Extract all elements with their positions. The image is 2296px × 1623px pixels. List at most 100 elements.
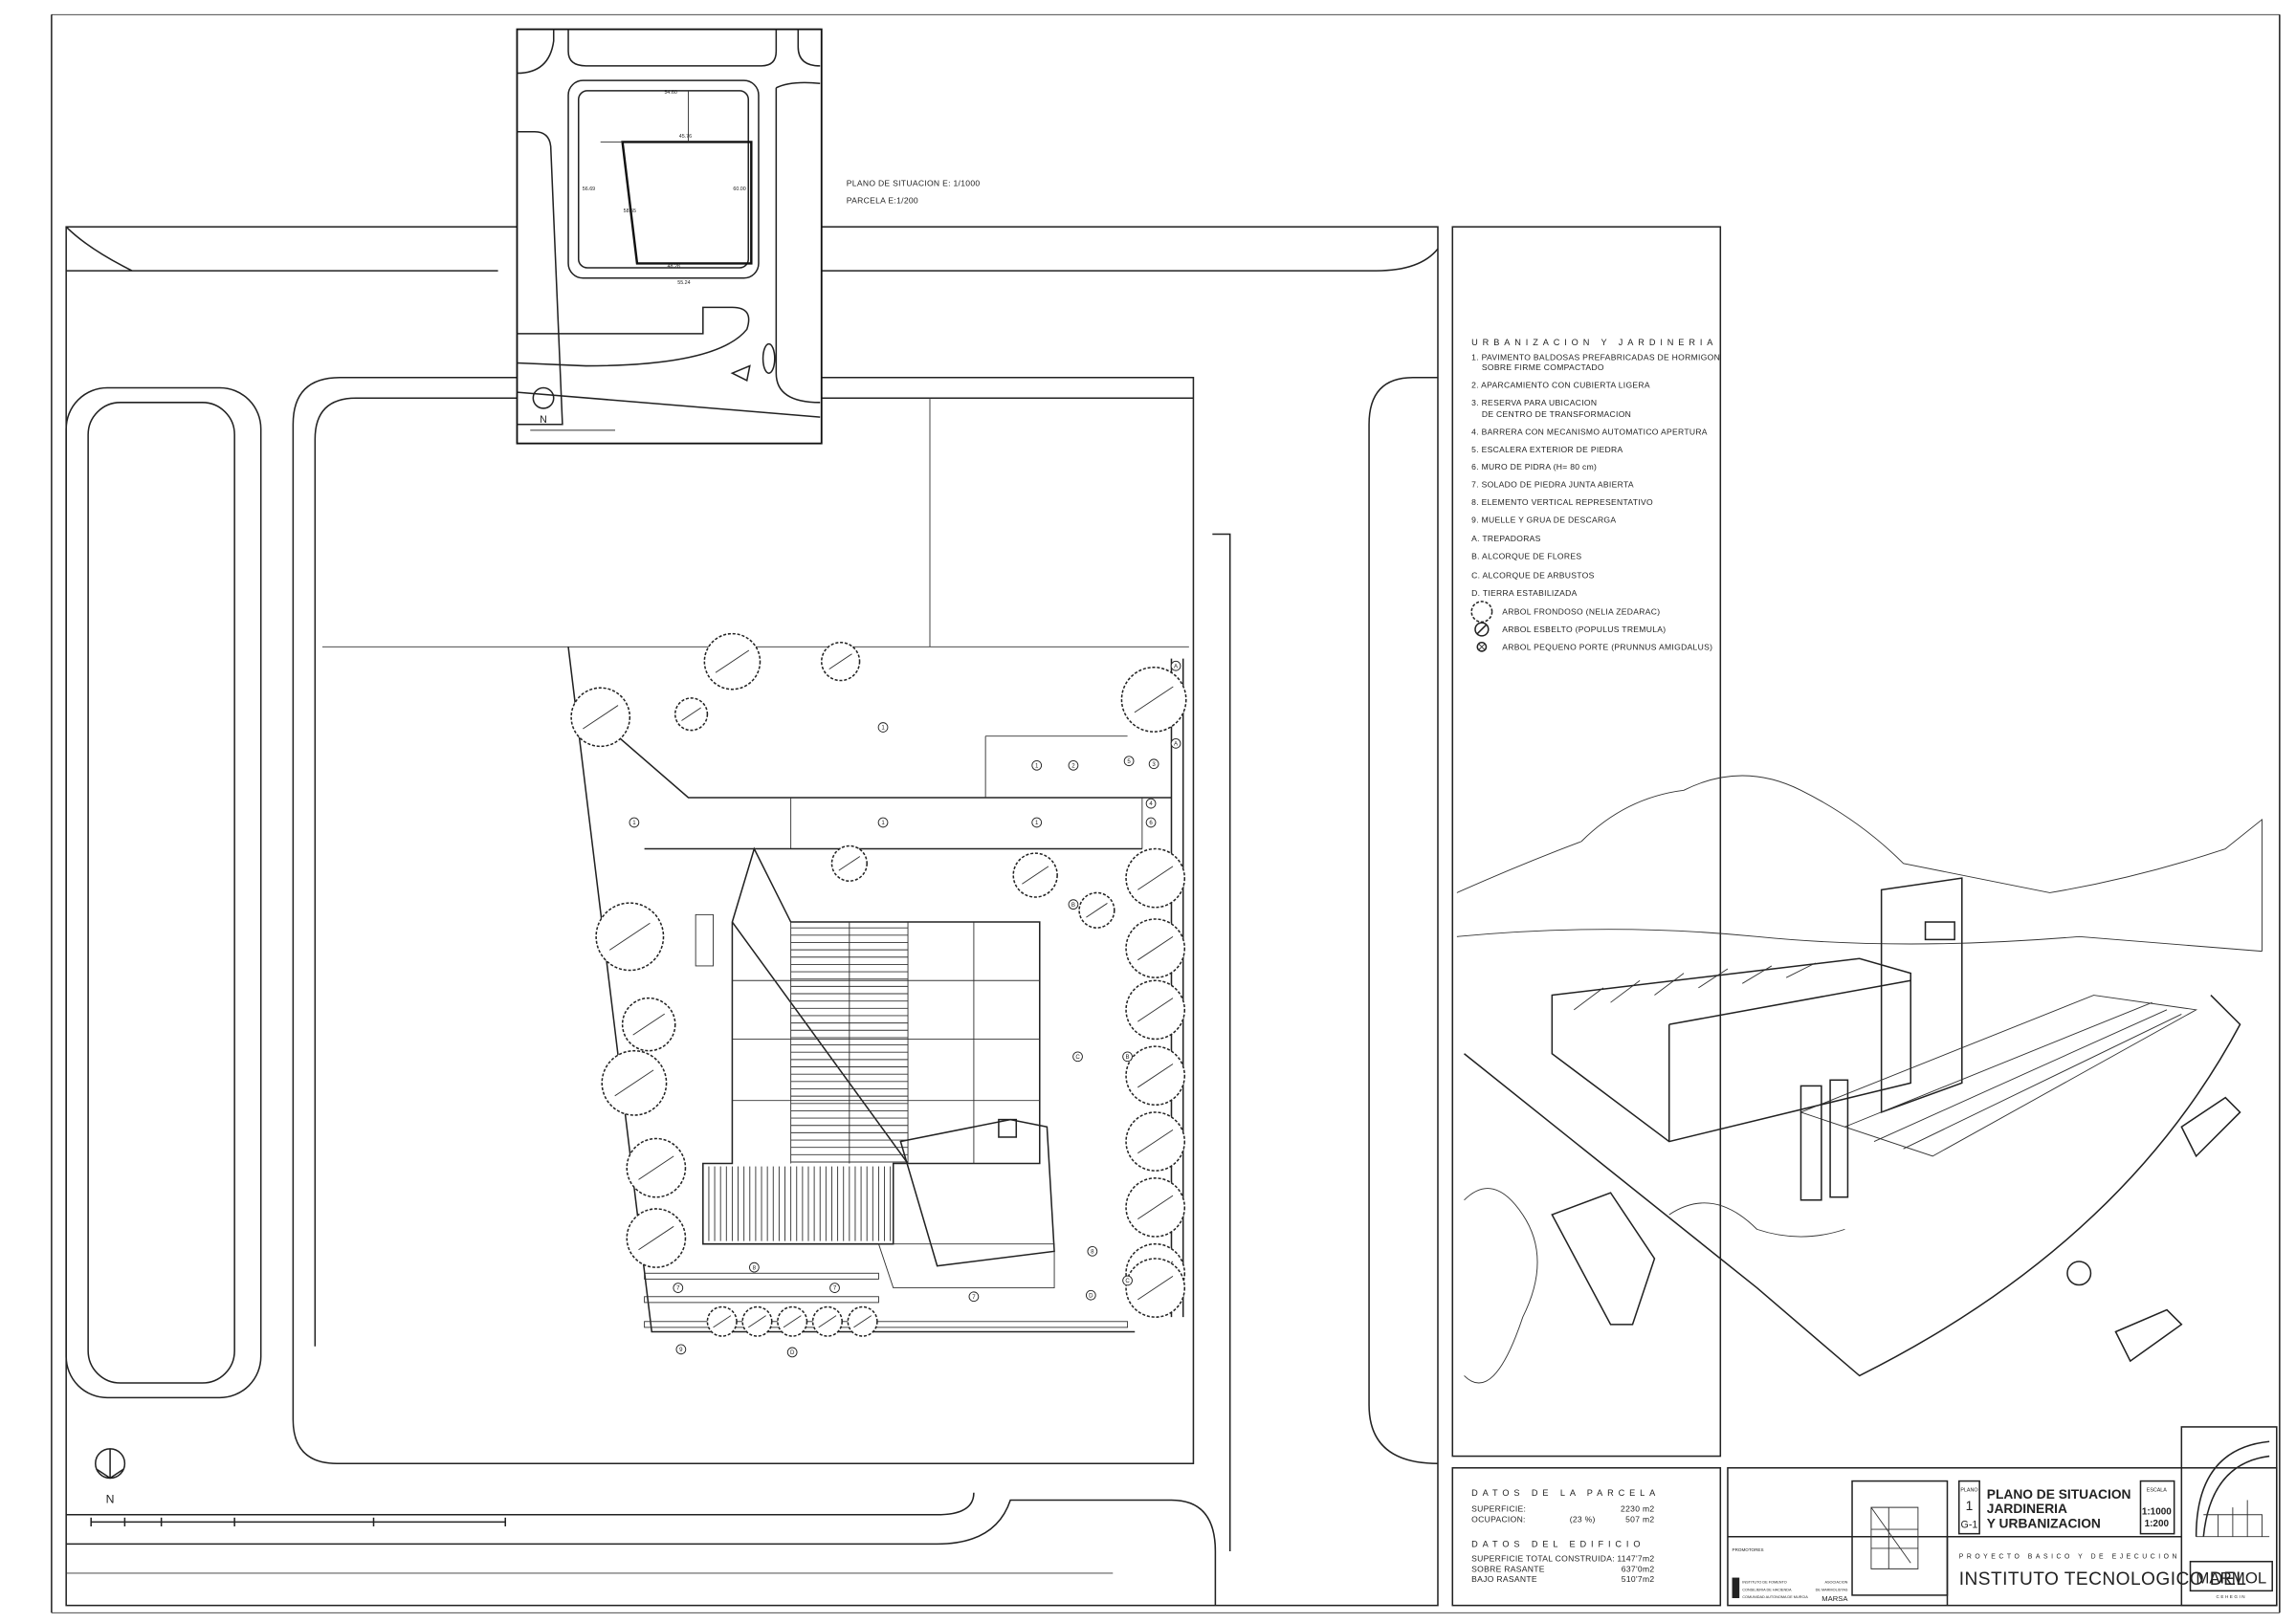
legend-item-cont: DE CENTRO DE TRANSFORMACION <box>1482 409 1631 419</box>
parcel-row-label: OCUPACION: <box>1471 1514 1526 1524</box>
tree-icon <box>1125 1111 1186 1172</box>
plan-title-line: Y URBANIZACION <box>1987 1517 2101 1531</box>
plan-marker-label: D <box>790 1349 795 1356</box>
plan-marker-circle <box>968 1291 980 1303</box>
legend-item: A. TREPADORAS <box>1471 534 1541 543</box>
tree-icon <box>673 697 709 732</box>
logo-text: MARMOL <box>2196 1569 2266 1588</box>
parcel-row-label: SUPERFICIE: <box>1471 1504 1526 1514</box>
scale-value: 1:200 <box>2145 1519 2170 1529</box>
plan-marker-label: A <box>1174 740 1179 747</box>
escala-label: ESCALA <box>2147 1487 2168 1493</box>
tree-icon <box>1078 891 1115 929</box>
plan-marker-circle <box>1072 1051 1083 1063</box>
legend-item: 2. APARCAMIENTO CON CUBIERTA LIGERA <box>1471 381 1650 390</box>
plano-code: G-1 <box>1961 1520 1978 1531</box>
promoter-text: DE MARMOLISTAS <box>1816 1588 1848 1591</box>
promotores-label: PROMOTORES <box>1733 1547 1764 1552</box>
data-box <box>1451 1467 1722 1607</box>
situation-scale-text: PLANO DE SITUACION E: 1/1000 <box>847 178 981 187</box>
legend-title: URBANIZACION Y JARDINERIA <box>1471 338 1717 347</box>
parcel-scale-text: PARCELA E:1/200 <box>847 196 918 206</box>
promoter-text: MARSA <box>1821 1594 1848 1603</box>
plan-marker-circle <box>1068 899 1079 910</box>
tree-icon <box>741 1305 773 1337</box>
plan-marker-circle <box>675 1344 687 1355</box>
plano-number: 1 <box>1966 1499 1974 1513</box>
marmol-logo <box>2180 1426 2278 1607</box>
legend-item: 3. RESERVA PARA UBICACION <box>1471 398 1597 407</box>
scale-value: 1:1000 <box>2142 1507 2172 1518</box>
plan-marker-label: 4 <box>1149 801 1153 807</box>
tree-icon <box>570 687 631 748</box>
tree-icon <box>811 1305 843 1337</box>
promoter-text: INSTITUTO DE FOMENTO <box>1742 1581 1786 1585</box>
plan-marker-label: 1 <box>1035 762 1039 769</box>
plan-marker-label: 8 <box>1091 1248 1094 1255</box>
tree-icon <box>621 997 676 1052</box>
dim-label: 60.00 <box>733 186 745 192</box>
legend-item: B. ALCORQUE DE FLORES <box>1471 552 1581 561</box>
tree-icon <box>1012 852 1058 898</box>
plan-title-line: JARDINERIA <box>1987 1502 2067 1516</box>
plan-marker-label: C <box>1125 1278 1130 1284</box>
plan-marker-label: A <box>1174 663 1179 669</box>
plan-marker-circle <box>1145 817 1157 828</box>
tree-leafy-icon <box>1470 601 1493 624</box>
project-type: PROYECTO BASICO Y DE EJECUCION <box>1959 1554 2180 1561</box>
building-row-label: SOBRE RASANTE <box>1471 1564 1545 1573</box>
dim-label: 58.55 <box>624 208 636 214</box>
tree-icon <box>626 1137 687 1198</box>
plan-marker-circle <box>1170 660 1181 671</box>
legend-item: 9. MUELLE Y GRUA DE DESCARGA <box>1471 515 1616 524</box>
plan-marker-circle <box>1122 1275 1133 1286</box>
plan-marker-circle <box>786 1347 798 1358</box>
legend-item: 7. SOLADO DE PIEDRA JUNTA ABIERTA <box>1471 480 1634 490</box>
building-roof <box>702 846 1055 1289</box>
legend-item: D. TIERRA ESTABILIZADA <box>1471 588 1577 598</box>
plan-marker-label: 6 <box>1149 820 1153 826</box>
project-name: INSTITUTO TECNOLOGICO DEL <box>1959 1569 2247 1590</box>
title-block: PLANO 1 G-1 PLANO DE SITUACION JARDINERI… <box>1727 1426 2278 1607</box>
plan-title-line: PLANO DE SITUACION <box>1987 1487 2131 1502</box>
plan-marker-label: 1 <box>881 725 885 732</box>
building-row-value: 510'7m2 <box>1622 1574 1655 1584</box>
plan-marker-label: 1 <box>881 820 885 826</box>
dim-label: 54.60 <box>664 90 676 96</box>
plan-marker-label: D <box>1089 1292 1093 1299</box>
plan-marker-label: B <box>1126 1054 1130 1061</box>
plan-marker-circle <box>1123 756 1135 767</box>
legend-item-cont: SOBRE FIRME COMPACTADO <box>1482 362 1604 372</box>
tree-icon <box>777 1305 808 1337</box>
dim-label: 45.76 <box>679 134 692 140</box>
plan-marker-label: 1 <box>1035 820 1039 826</box>
plan-marker-circle <box>1031 759 1043 771</box>
perspective-illustration <box>1456 775 2263 1384</box>
tree-icon <box>1125 1177 1186 1238</box>
parcel-data-title: DATOS DE LA PARCELA <box>1471 1488 1660 1498</box>
plan-marker-circle <box>629 817 640 828</box>
plan-marker-circle <box>1087 1245 1098 1257</box>
north-arrow-icon <box>95 1448 126 1480</box>
plan-marker-circle <box>1145 798 1157 809</box>
tree-icon <box>1125 979 1186 1041</box>
logo-subtext: CEHEGIN <box>2217 1594 2247 1599</box>
parcel-row-extra: (23 %) <box>1570 1514 1596 1524</box>
inset-north-label: N <box>540 414 547 426</box>
legend-tree-label: ARBOL PEQUENO PORTE (PRUNNUS AMIGDALUS) <box>1502 642 1712 651</box>
plan-marker-circle <box>673 1283 684 1293</box>
legend-item: 8. ELEMENTO VERTICAL REPRESENTATIVO <box>1471 497 1653 507</box>
plan-marker-label: 2 <box>1071 762 1075 769</box>
tree-icon <box>847 1305 878 1337</box>
legend-item: 6. MURO DE PIDRA (H= 80 cm) <box>1471 462 1597 472</box>
promoter-text: ASOCIACION <box>1824 1581 1847 1585</box>
legend-item: C. ALCORQUE DE ARBUSTOS <box>1471 570 1594 580</box>
building-data-title: DATOS DEL EDIFICIO <box>1471 1539 1645 1548</box>
plan-marker-circle <box>749 1261 760 1273</box>
plan-marker-circle <box>877 817 889 828</box>
legend-panel <box>1451 226 1722 1458</box>
plan-marker-label: B <box>1071 902 1075 909</box>
tree-icon <box>820 641 861 682</box>
